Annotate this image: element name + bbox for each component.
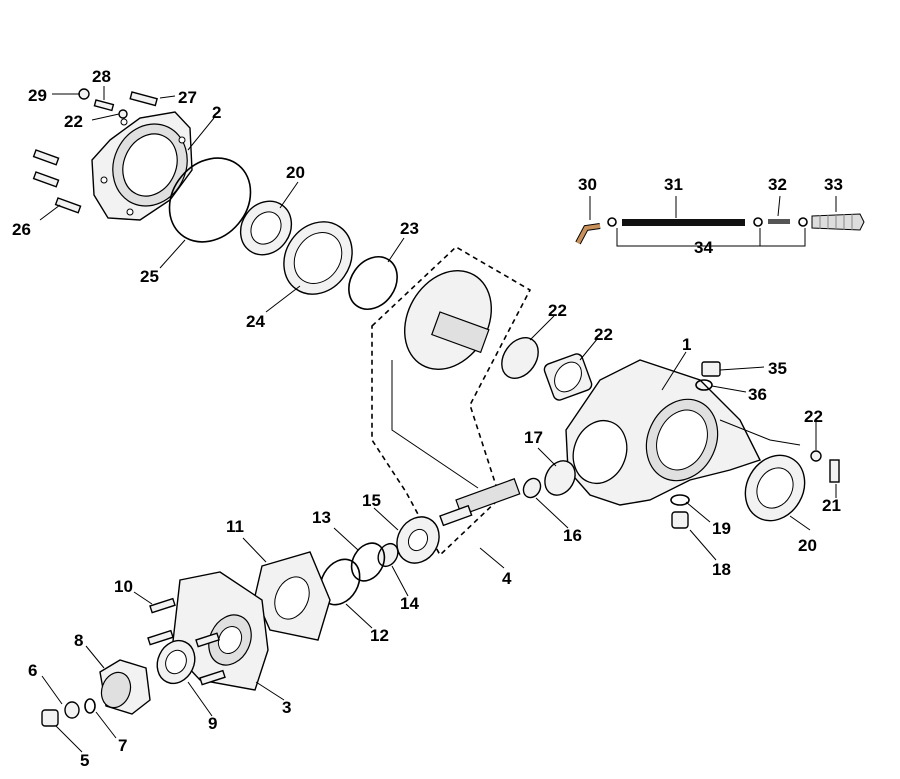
nut-31: [78, 88, 90, 100]
callout-34: 32: [768, 175, 787, 194]
o-ring-7: [84, 698, 96, 714]
callout-12: 12: [370, 626, 389, 645]
washer-6: [64, 701, 80, 719]
flange-8: [99, 659, 151, 715]
callout-37: 35: [768, 359, 787, 378]
bolts-28: [32, 149, 82, 214]
washer-19: [670, 494, 690, 506]
callout-19: 19: [712, 519, 731, 538]
seal-20-top: [239, 200, 293, 256]
callout-10: 10: [114, 577, 133, 596]
bearing-17: [544, 460, 576, 496]
callout-35: 33: [824, 175, 843, 194]
bearing-26: [283, 221, 353, 295]
rear-cover: [91, 111, 193, 221]
callout-17: 17: [524, 428, 543, 447]
plug-37: [701, 361, 721, 377]
gear-set-outline: [371, 246, 532, 557]
transfer-case-housing: [565, 359, 801, 506]
callout-3: 3: [282, 698, 291, 717]
callout-24: 22: [548, 301, 567, 320]
callout-28: 26: [12, 220, 31, 239]
callout-21: 21: [822, 496, 841, 515]
callout-14: 14: [400, 594, 419, 613]
callout-22-right: 22: [804, 407, 823, 426]
callout-2: 2: [212, 103, 221, 122]
callout-22-top: 22: [64, 112, 83, 131]
callout-38: 36: [748, 385, 767, 404]
callout-8: 8: [74, 631, 83, 650]
callout-13: 13: [312, 508, 331, 527]
callout-26: 24: [246, 312, 265, 331]
bearing-15: [396, 516, 440, 564]
callout-25: 23: [400, 219, 419, 238]
adapter-housing-3: [171, 571, 269, 691]
stud-30: [93, 99, 115, 112]
callout-20-top: 20: [286, 163, 305, 182]
callout-29: 27: [178, 88, 197, 107]
callout-labels: 29 28 27 22 2 26 25 20 24 23 22 22 1 35 …: [12, 67, 843, 770]
bolt-21: [829, 459, 840, 483]
leader-lines: [39, 86, 837, 753]
seal-20-right: [744, 454, 806, 522]
bearing-23: [543, 353, 593, 401]
bolt-29: [129, 91, 158, 107]
pinion-shaft: [439, 478, 521, 527]
vent-hose-assembly: [575, 213, 865, 247]
washer-22-top: [118, 109, 128, 119]
callout-32: 30: [578, 175, 597, 194]
callout-30: 28: [92, 67, 111, 86]
callout-5: 5: [80, 751, 89, 770]
rear-cover-o-ring: [168, 157, 252, 243]
shim-13: [350, 542, 386, 582]
spacer-16: [522, 477, 542, 499]
callout-15: 15: [362, 491, 381, 510]
callout-6: 6: [28, 661, 37, 680]
callout-1: 1: [682, 335, 691, 354]
callout-4: 4: [502, 569, 512, 588]
callout-27: 25: [140, 267, 159, 286]
callout-11: 11: [226, 517, 244, 536]
washer-22-right: [810, 450, 822, 462]
plug-18: [671, 511, 689, 529]
seal-9: [156, 639, 196, 685]
ring-gear: [403, 270, 493, 370]
callout-31: 29: [28, 86, 47, 105]
nut-5: [41, 709, 59, 727]
washer-38: [695, 379, 713, 391]
callout-16: 16: [563, 526, 582, 545]
callout-7: 7: [118, 736, 127, 755]
callout-23: 22: [594, 325, 613, 344]
shim-24: [501, 337, 539, 379]
callout-9: 9: [208, 714, 217, 733]
callout-20-right: 20: [798, 536, 817, 555]
callout-36: 34: [694, 238, 713, 257]
callout-18: 18: [712, 560, 731, 579]
bolts-10: [147, 597, 226, 686]
callout-33: 31: [664, 175, 683, 194]
